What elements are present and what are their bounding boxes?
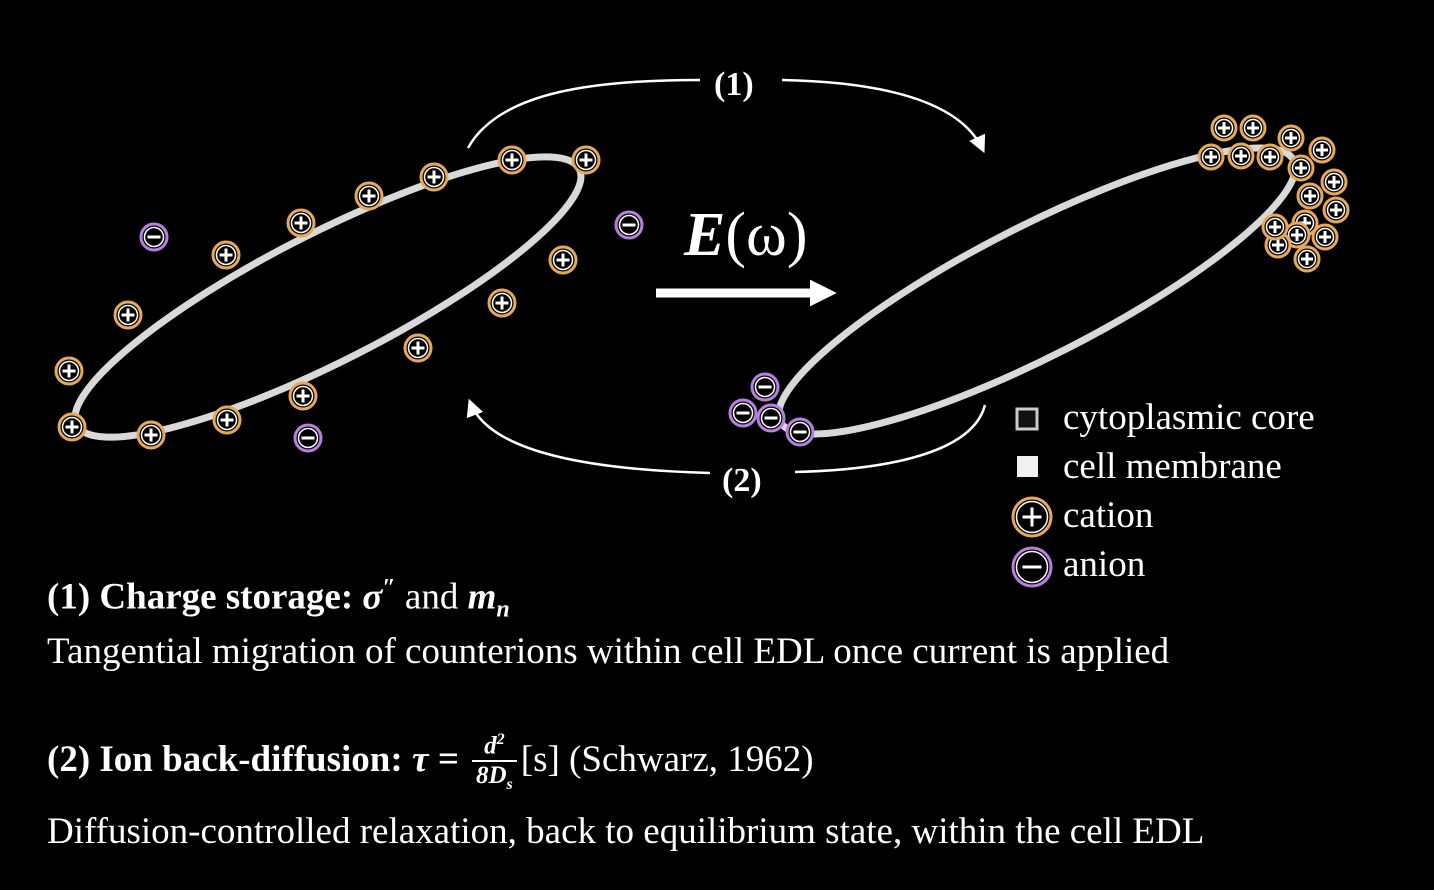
- cation-icon: [1261, 213, 1289, 241]
- cation-icon: [286, 208, 316, 238]
- cation-icon: [1322, 196, 1350, 224]
- cation-icon: [548, 245, 578, 275]
- anion-icon: [750, 372, 780, 402]
- cation-icon: [1287, 154, 1315, 182]
- anion-legend-icon: [1011, 546, 1053, 588]
- sigma-prime: ″: [382, 575, 396, 601]
- cation-icon: [1197, 143, 1225, 171]
- step-2-label: (2): [722, 462, 762, 499]
- caption-2-title: (2) Ion back-diffusion:: [47, 739, 412, 781]
- cation-icon: [1277, 124, 1305, 152]
- ion-group: [54, 114, 1350, 453]
- cation-legend-icon: [1011, 496, 1053, 538]
- cation-icon: [1210, 114, 1238, 142]
- cation-icon: [487, 288, 517, 318]
- caption-1-body: Tangential migration of counterions with…: [47, 631, 1170, 672]
- fraction-denominator: 8D: [475, 762, 507, 790]
- cation-icon: [113, 300, 143, 330]
- unit-label: [s]: [520, 739, 560, 781]
- tau-equation: τ =: [411, 739, 468, 781]
- cation-icon: [1256, 143, 1284, 171]
- legend-icons: [1011, 407, 1053, 588]
- numerator-exponent: 2: [496, 731, 505, 748]
- cation-icon: [136, 420, 166, 450]
- cation-icon: [419, 162, 449, 192]
- cation-icon: [1308, 136, 1336, 164]
- field-argument: (ω): [725, 201, 808, 269]
- cation-icon: [1227, 142, 1255, 170]
- step-1-label: (1): [714, 66, 754, 103]
- electric-field-label: E(ω): [684, 200, 807, 271]
- cation-icon: [288, 381, 318, 411]
- legend-cytoplasmic-core: cytoplasmic core: [1063, 397, 1315, 438]
- cation-icon: [497, 145, 527, 175]
- cation-icon: [211, 240, 241, 270]
- caption-1-heading: (1) Charge storage: σ″ and mn: [47, 575, 510, 624]
- cation-icon: [354, 181, 384, 211]
- caption-2-body: Diffusion-controlled relaxation, back to…: [47, 811, 1205, 852]
- cation-icon: [1239, 114, 1267, 142]
- migration-arrow-tail: [781, 78, 986, 154]
- caption-1-title: (1) Charge storage:: [47, 576, 363, 618]
- denominator-subscript: s: [506, 776, 513, 794]
- cation-icon: [571, 145, 601, 175]
- citation: (Schwarz, 1962): [559, 739, 814, 781]
- cation-icon: [1296, 182, 1324, 210]
- cation-icon: [1320, 168, 1348, 196]
- fraction-numerator: d: [484, 732, 497, 760]
- mn-subscript: n: [496, 596, 510, 623]
- back-diffusion-arrow-tail: [466, 398, 711, 475]
- cation-icon: [1293, 245, 1321, 273]
- caption-2-heading: (2) Ion back-diffusion: τ = d2 8Ds [s] (Sc…: [47, 726, 814, 799]
- migration-arrow: [466, 78, 701, 149]
- cation-icon: [1311, 223, 1339, 251]
- anion-icon: [728, 398, 758, 428]
- anion-icon: [756, 403, 786, 433]
- anion-icon: [614, 210, 644, 240]
- cation-icon: [54, 356, 84, 386]
- cation-icon: [57, 412, 87, 442]
- mn-symbol: m: [467, 576, 497, 618]
- legend-anion: anion: [1063, 544, 1146, 585]
- legend-cation: cation: [1063, 495, 1154, 536]
- back-diffusion-arrow: [794, 404, 987, 474]
- field-symbol: E: [684, 201, 726, 269]
- legend-cell-membrane: cell membrane: [1063, 446, 1282, 487]
- anion-icon: [139, 222, 169, 252]
- caption-1-joiner: and: [395, 576, 468, 618]
- cell-membrane-icon: [1017, 456, 1038, 477]
- cation-icon: [403, 333, 433, 363]
- sigma-symbol: σ: [362, 576, 383, 618]
- diffusion-fraction: d2 8Ds: [471, 726, 517, 799]
- cytoplasmic-core-icon: [1015, 407, 1039, 431]
- anion-icon: [293, 423, 323, 453]
- anion-icon: [785, 417, 815, 447]
- cation-icon: [212, 405, 242, 435]
